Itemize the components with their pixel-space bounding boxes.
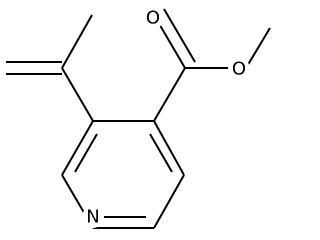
atom-o-ester: O [232,59,246,80]
bond-ring-to-carbonyl [153,67,186,122]
bond-c5-c4-inner [149,133,173,173]
bond-vinyl-to-ring [61,67,94,122]
bond-c3-c2-inner [74,133,98,173]
bond-ester-o-to-methyl [245,27,271,69]
atom-label-n-ring: N [82,206,104,228]
bond-c3-c2 [61,120,94,176]
chemical-structure: O O N [6,7,271,229]
bond-c6-c5 [153,174,185,229]
bond-carbonyl-double-b [163,8,196,63]
atom-o-carbonyl: O [146,8,160,29]
isopropenyl-group [6,14,94,122]
bond-c5-c4 [153,120,185,176]
bond-methyl [61,14,93,69]
atom-label-o-ester: O [228,58,250,80]
atom-label-o-carbonyl: O [142,7,164,29]
atom-n-ring: N [86,207,99,228]
methyl-ester-group [153,8,271,122]
pyridine-ring [61,120,185,229]
